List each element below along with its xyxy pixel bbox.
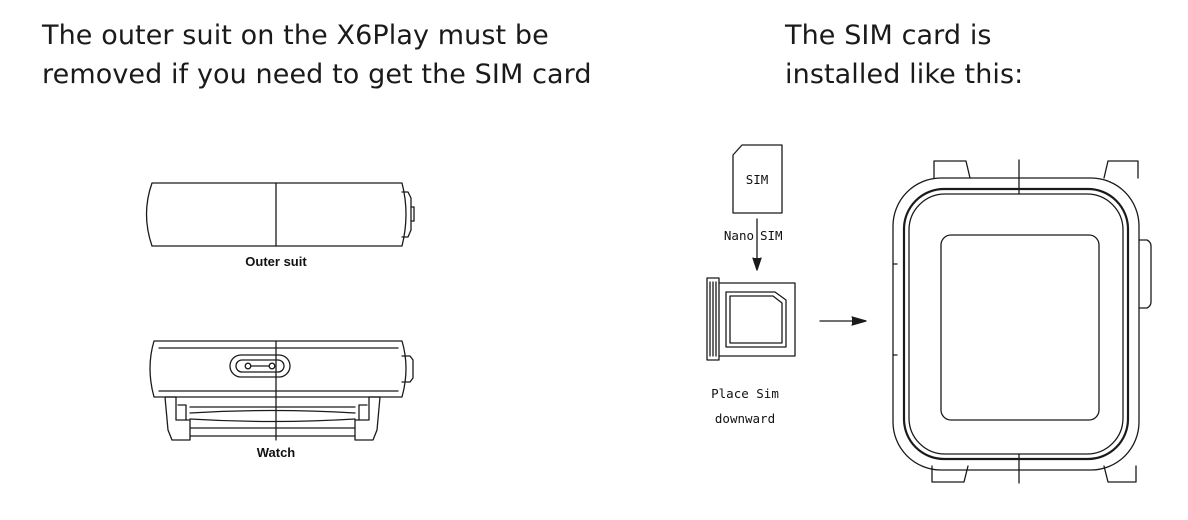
outer-suit-drawing	[145, 182, 415, 247]
arrow-right-icon	[819, 316, 867, 326]
watch-side-drawing	[149, 340, 414, 441]
nano-sim-label-left: Nano	[724, 228, 754, 243]
heading-left-line2: removed if you need to get the SIM card	[42, 59, 592, 90]
watch-front-drawing	[892, 159, 1152, 484]
heading-left: The outer suit on the X6Play must be rem…	[42, 16, 602, 94]
sim-card-label: SIM	[746, 172, 769, 187]
sim-tray-drawing	[706, 277, 796, 361]
heading-right-line1: The SIM card is	[785, 20, 992, 51]
outer-suit-label: Outer suit	[245, 254, 307, 269]
sim-card-drawing	[732, 144, 783, 214]
nano-sim-label-right: SIM	[760, 228, 783, 243]
arrow-down-icon	[752, 218, 762, 271]
heading-right-line2: installed like this:	[785, 59, 1024, 90]
place-sim-label-line1: Place Sim	[711, 386, 779, 401]
heading-right: The SIM card is installed like this:	[785, 16, 1165, 94]
place-sim-label-line2: downward	[715, 411, 775, 426]
heading-left-line1: The outer suit on the X6Play must be	[42, 20, 549, 51]
watch-label: Watch	[257, 445, 296, 460]
